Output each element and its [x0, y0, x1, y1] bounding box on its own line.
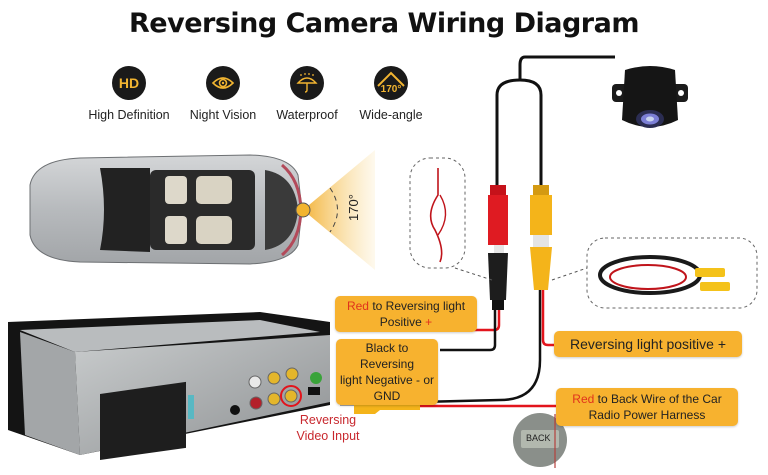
eye-icon [206, 66, 240, 100]
hd-icon: HD [112, 66, 146, 100]
reversing-camera [612, 66, 688, 128]
car-radio [8, 312, 330, 460]
feature-waterproof: Waterproof [262, 66, 352, 122]
label-red-back-wire: Red to Back Wire of the Car Radio Power … [556, 388, 738, 426]
highlight-red: Red [346, 299, 369, 313]
video-connector [530, 185, 552, 290]
label-text-line2: Positive [379, 315, 422, 329]
feature-high-definition: HD High Definition [84, 66, 174, 122]
feature-wide-angle: 170° Wide-angle [346, 66, 436, 122]
label-reversing-light-positive: Reversing light positive + [554, 331, 742, 357]
back-wire-magnifier [513, 413, 567, 468]
plus-sign: + [425, 315, 433, 329]
label-text: to Reversing light [368, 299, 466, 313]
caption-line1: Reversing [299, 413, 357, 427]
camera-view-cone [295, 150, 375, 270]
back-button-label: BACK [526, 433, 551, 443]
wide-angle-icon: 170° [374, 66, 408, 100]
highlight-red: Red [572, 392, 595, 406]
label-red-positive: Red to Reversing light Positive + [335, 296, 477, 332]
label-black-negative: Black to Reversing light Negative - or G… [336, 339, 438, 405]
video-input-caption: Reversing Video Input [288, 412, 368, 444]
feature-label: Waterproof [276, 108, 338, 122]
label-text-line2: light Negative - or [339, 373, 435, 387]
power-cable-inset [409, 157, 493, 281]
feature-night-vision: Night Vision [178, 66, 268, 122]
feature-label: High Definition [88, 108, 170, 122]
caption-line2: Video Input [296, 429, 360, 443]
car-top-view [29, 154, 303, 265]
umbrella-rain-icon [290, 66, 324, 100]
label-text-line3: GND [373, 389, 401, 403]
diagram-title: Reversing Camera Wiring Diagram [129, 8, 639, 39]
angle-text: 170° [380, 83, 402, 95]
label-text: to Back Wire of the Car [594, 392, 722, 406]
feature-label: Wide-angle [359, 108, 423, 122]
view-angle-label: 170° [345, 194, 361, 221]
label-text-line1: Black to Reversing [359, 341, 415, 371]
label-text-line2: Radio Power Harness [588, 408, 706, 422]
extension-cable-inset [551, 237, 758, 309]
power-connector [488, 185, 508, 310]
feature-label: Night Vision [189, 108, 257, 122]
